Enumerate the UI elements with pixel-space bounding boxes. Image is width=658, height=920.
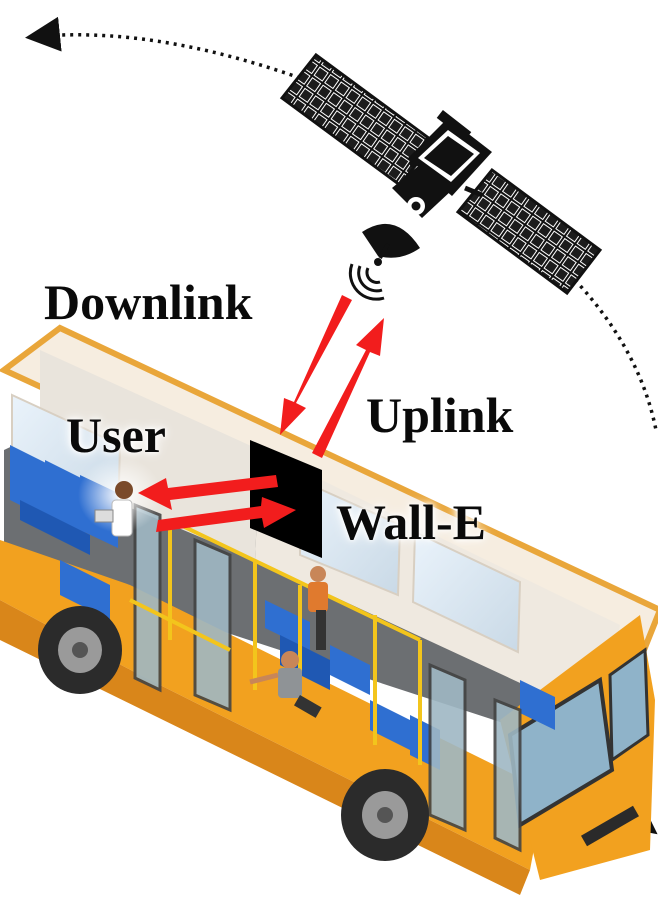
user-to-panel-arrow — [156, 497, 296, 532]
wheel-rear — [38, 606, 122, 694]
uplink-label: Uplink — [366, 387, 514, 443]
user-label: User — [66, 407, 166, 463]
satellite-icon — [279, 52, 603, 296]
signal-icon — [348, 263, 385, 301]
wall-e-label: Wall-E — [336, 494, 487, 550]
wheel-front — [341, 769, 429, 861]
wall-e-panel-icon — [250, 440, 322, 558]
passenger-icon — [249, 566, 328, 718]
user-figure — [78, 457, 162, 537]
bus-icon — [0, 324, 658, 895]
link-arrows — [138, 295, 384, 532]
uplink-arrow — [312, 318, 384, 458]
panel-to-user-arrow — [138, 475, 278, 510]
downlink-label: Downlink — [44, 274, 253, 330]
downlink-arrow — [280, 295, 352, 435]
